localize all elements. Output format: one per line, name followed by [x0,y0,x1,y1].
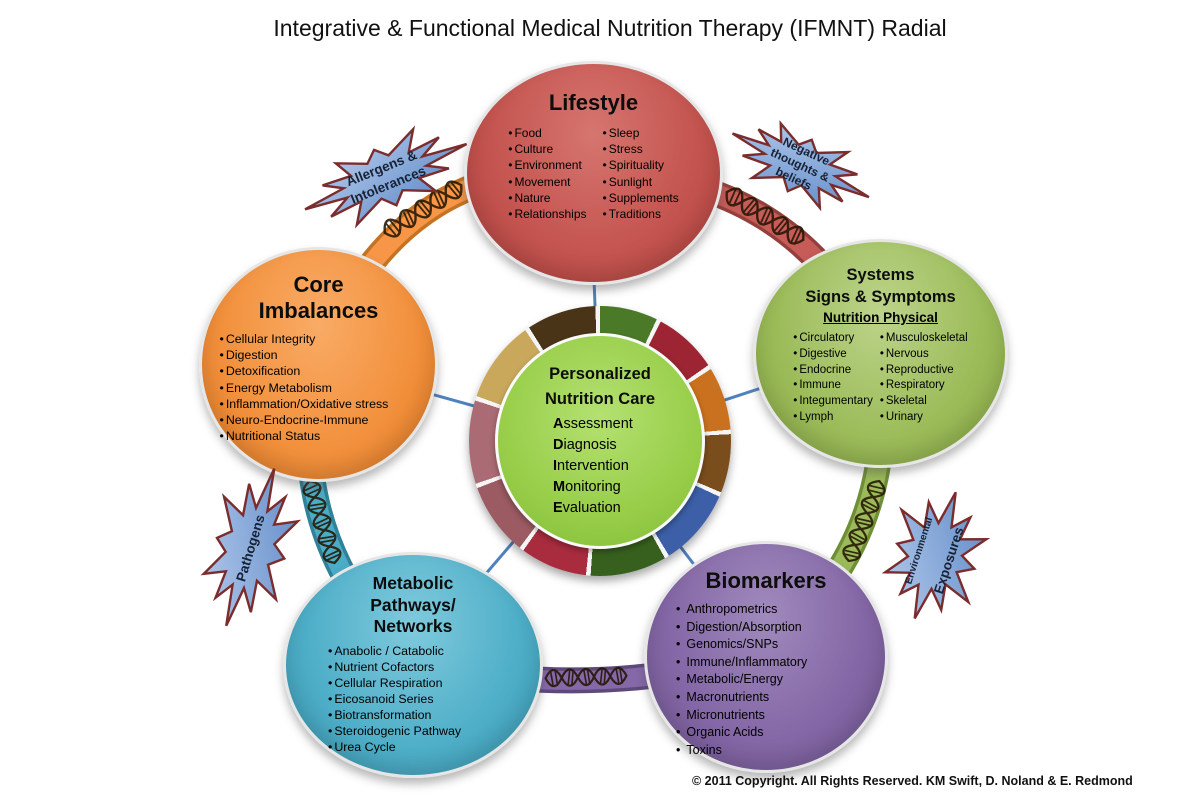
bullet-item: Environment [508,157,586,173]
starburst-icon [715,99,884,230]
environmental-label-line1: Environmental [903,516,936,586]
bullet-item: Micronutrients [676,707,856,725]
starburst-icon [182,455,319,641]
lifestyle-list-col1: FoodCultureEnvironmentMovementNatureRela… [508,125,586,222]
bullet-item: Nature [508,190,586,206]
metabolic-pathways-circle: Metabolic Pathways/ Networks Anabolic / … [283,552,543,778]
bullet-item: Nervous [880,347,968,363]
bullet-item: Anabolic / Catabolic [328,643,498,659]
center-title: Personalized Nutrition Care [544,365,655,408]
bullet-item: Toxins [676,742,856,760]
lifestyle-title: Lifestyle [548,90,639,115]
bullet-item: Digestion/Absorption [676,619,856,637]
pathogens-starburst: Pathogens [182,455,319,641]
bullet-item: Sleep [603,125,679,141]
bullet-item: Lymph [793,410,873,426]
systems-title: Systems Signs & Symptoms [805,266,956,306]
metabolic-pathways-list: Anabolic / CatabolicNutrient CofactorsCe… [328,643,498,755]
biomarkers-title: Biomarkers [705,568,827,593]
systems-lists: CirculatoryDigestiveEndocrineImmuneInteg… [793,331,967,426]
bullet-item: Inflammation/Oxidative stress [220,396,418,412]
systems-list-col2: MusculoskeletalNervousReproductiveRespir… [880,331,968,426]
bullet-item: Culture [508,141,586,157]
bullet-item: Steroidogenic Pathway [328,723,498,739]
bullet-item: Cellular Respiration [328,675,498,691]
bullet-item: Traditions [603,206,679,222]
systems-subtitle: Nutrition Physical [823,310,938,325]
negative-thoughts-starburst: Negative thoughts & beliefs [715,99,884,230]
starburst-icon [864,476,1006,636]
bullet-item: Nutrient Cofactors [328,659,498,675]
bullet-item: Anthropometrics [676,601,856,619]
bullet-item: Energy Metabolism [220,380,418,396]
core-imbalances-circle: Core Imbalances Cellular IntegrityDigest… [199,247,438,482]
systems-circle: Systems Signs & Symptoms Nutrition Physi… [753,239,1008,468]
bullet-item: Digestive [793,347,873,363]
bullet-item: Urinary [880,410,968,426]
bullet-item: Organic Acids [676,724,856,742]
bullet-item: Eicosanoid Series [328,691,498,707]
bullet-item: Monitoring [553,478,621,495]
biomarkers-circle: Biomarkers AnthropometricsDigestion/Abso… [644,541,888,773]
metabolic-pathways-title: Metabolic Pathways/ Networks [370,573,456,636]
bullet-item: Intervention [553,457,629,474]
bullet-item: Stress [603,141,679,157]
copyright-text: © 2011 Copyright. All Rights Reserved. K… [692,774,1133,788]
bullet-item: Genomics/SNPs [676,636,856,654]
bullet-item: Respiratory [880,378,968,394]
core-imbalances-list: Cellular IntegrityDigestionDetoxificatio… [220,331,418,444]
bullet-item: Diagnosis [553,436,617,453]
starburst-icon [289,108,481,246]
allergens-starburst: Allergens & Intolerances [289,108,481,246]
environmental-label-line2: Exposures [930,525,967,596]
systems-list-col1: CirculatoryDigestiveEndocrineImmuneInteg… [793,331,873,426]
bullet-item: Supplements [603,190,679,206]
core-imbalances-title: Core Imbalances [258,272,379,323]
environmental-exposures-starburst: Environmental Exposures [864,476,1006,636]
bullet-item: Sunlight [603,174,679,190]
page-title: Integrative & Functional Medical Nutriti… [273,15,947,41]
lifestyle-lists: FoodCultureEnvironmentMovementNatureRela… [508,125,679,222]
bullet-item: Assessment [553,415,633,432]
bullet-item: Immune [793,378,873,394]
bullet-item: Biotransformation [328,707,498,723]
bullet-item: Relationships [508,206,586,222]
bullet-item: Musculoskeletal [880,331,968,347]
bullet-item: Circulatory [793,331,873,347]
bullet-item: Macronutrients [676,689,856,707]
bullet-item: Evaluation [553,499,621,516]
bullet-item: Detoxification [220,363,418,379]
bullet-item: Immune/Inflammatory [676,654,856,672]
bullet-item: Urea Cycle [328,739,498,755]
bullet-item: Neuro-Endocrine-Immune [220,412,418,428]
bullet-item: Integumentary [793,394,873,410]
bullet-item: Nutritional Status [220,428,418,444]
bullet-item: Endocrine [793,363,873,379]
lifestyle-circle: Lifestyle FoodCultureEnvironmentMovement… [464,61,723,285]
bullet-item: Spirituality [603,157,679,173]
bullet-item: Skeletal [880,394,968,410]
bullet-item: Food [508,125,586,141]
bullet-item: Cellular Integrity [220,331,418,347]
lifestyle-list-col2: SleepStressSpiritualitySunlightSupplemen… [603,125,679,222]
bullet-item: Reproductive [880,363,968,379]
biomarkers-list: AnthropometricsDigestion/AbsorptionGenom… [676,601,856,759]
bullet-item: Digestion [220,347,418,363]
bullet-item: Movement [508,174,586,190]
bullet-item: Metabolic/Energy [676,671,856,689]
